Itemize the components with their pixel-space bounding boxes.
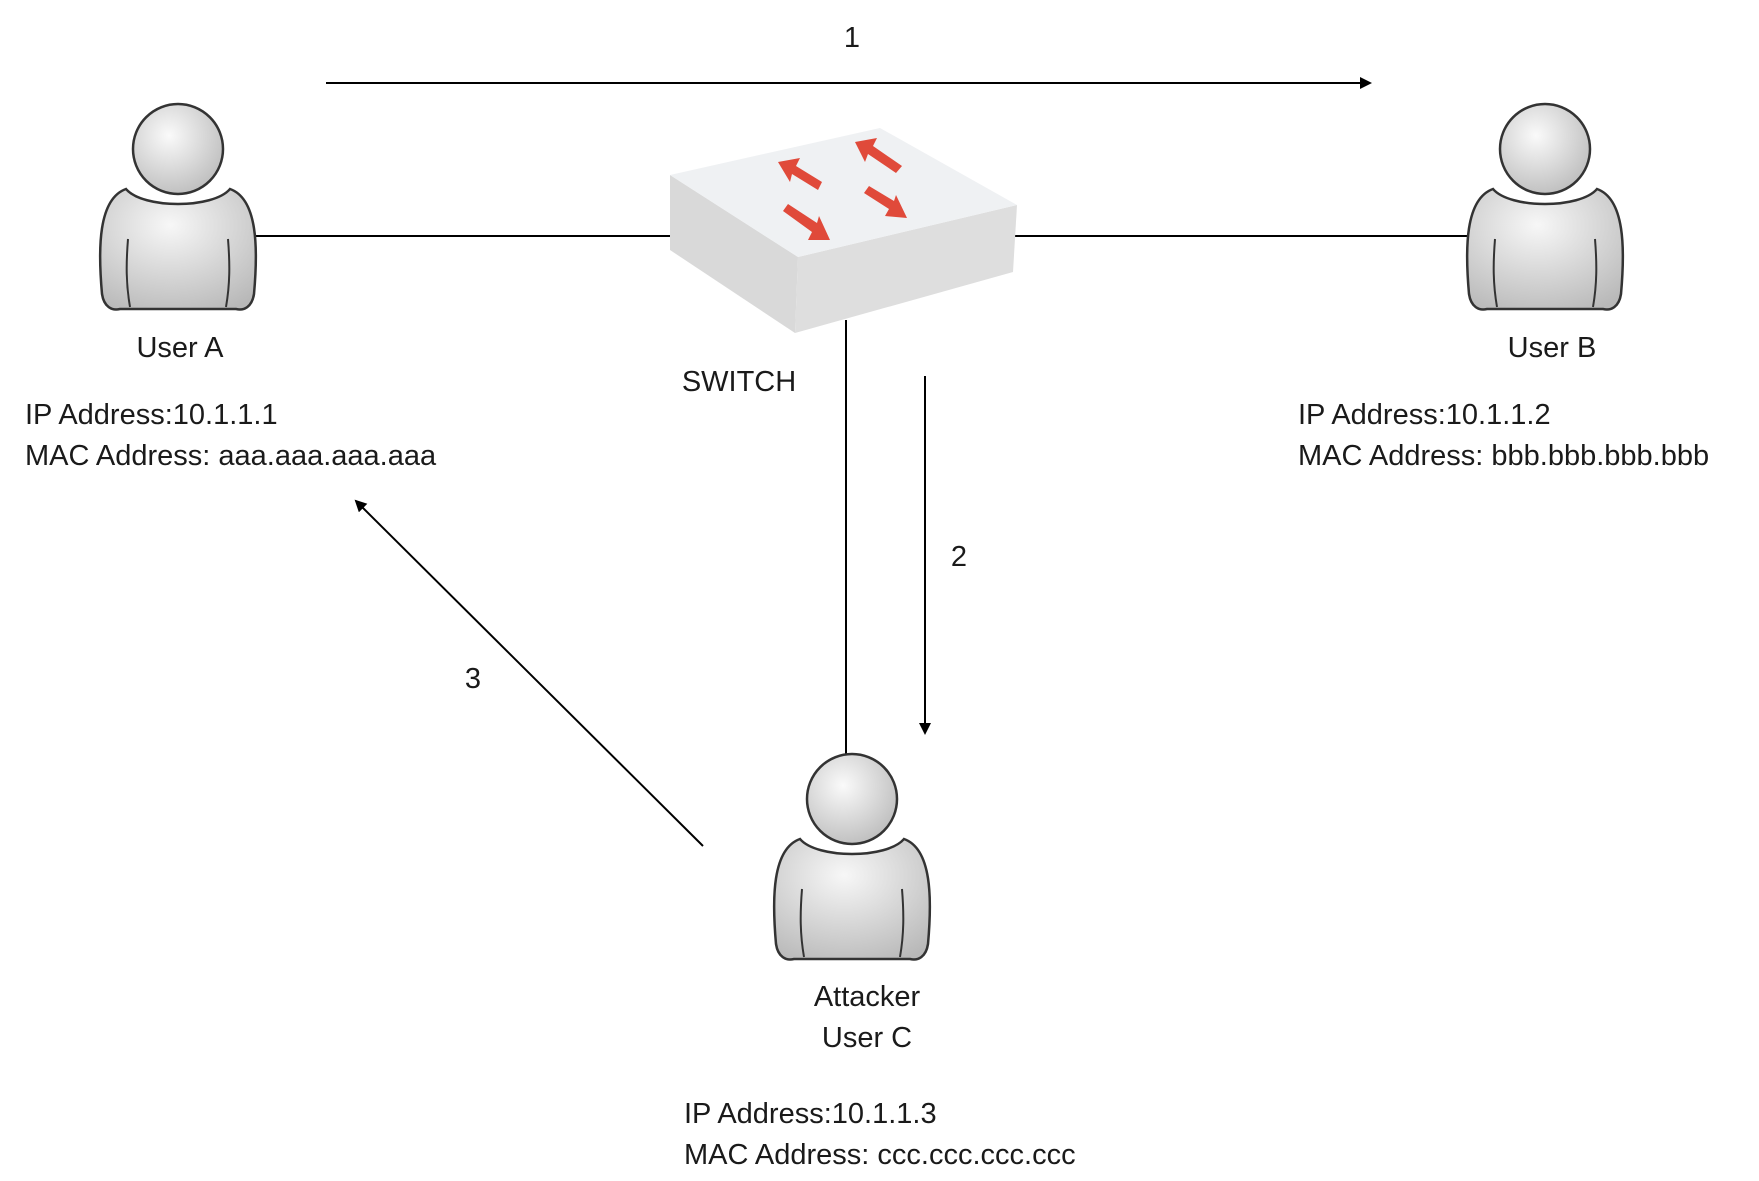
user-c-ip: IP Address:10.1.1.3 bbox=[684, 1098, 937, 1130]
step-2-label: 2 bbox=[951, 541, 967, 573]
user-a-name: User A bbox=[136, 332, 224, 364]
switch-icon bbox=[670, 128, 1017, 333]
user-b-ip: IP Address:10.1.1.2 bbox=[1298, 399, 1551, 431]
user-a-ip: IP Address:10.1.1.1 bbox=[25, 399, 278, 431]
attacker-role: Attacker bbox=[814, 981, 921, 1013]
step-3-label: 3 bbox=[465, 663, 481, 695]
step-1-label: 1 bbox=[844, 22, 860, 54]
switch-label: SWITCH bbox=[682, 366, 796, 398]
user-a-icon bbox=[98, 102, 258, 311]
user-c-mac: MAC Address: ccc.ccc.ccc.ccc bbox=[684, 1139, 1076, 1171]
user-c-name: User C bbox=[822, 1022, 912, 1054]
switch-arrows-icon bbox=[778, 138, 907, 240]
user-b-mac: MAC Address: bbb.bbb.bbb.bbb bbox=[1298, 440, 1709, 472]
arrow-step-3 bbox=[354, 499, 704, 847]
user-b-icon bbox=[1465, 102, 1625, 311]
attacker-icon bbox=[772, 752, 932, 961]
user-a-mac: MAC Address: aaa.aaa.aaa.aaa bbox=[25, 440, 437, 472]
user-b-name: User B bbox=[1508, 332, 1597, 364]
